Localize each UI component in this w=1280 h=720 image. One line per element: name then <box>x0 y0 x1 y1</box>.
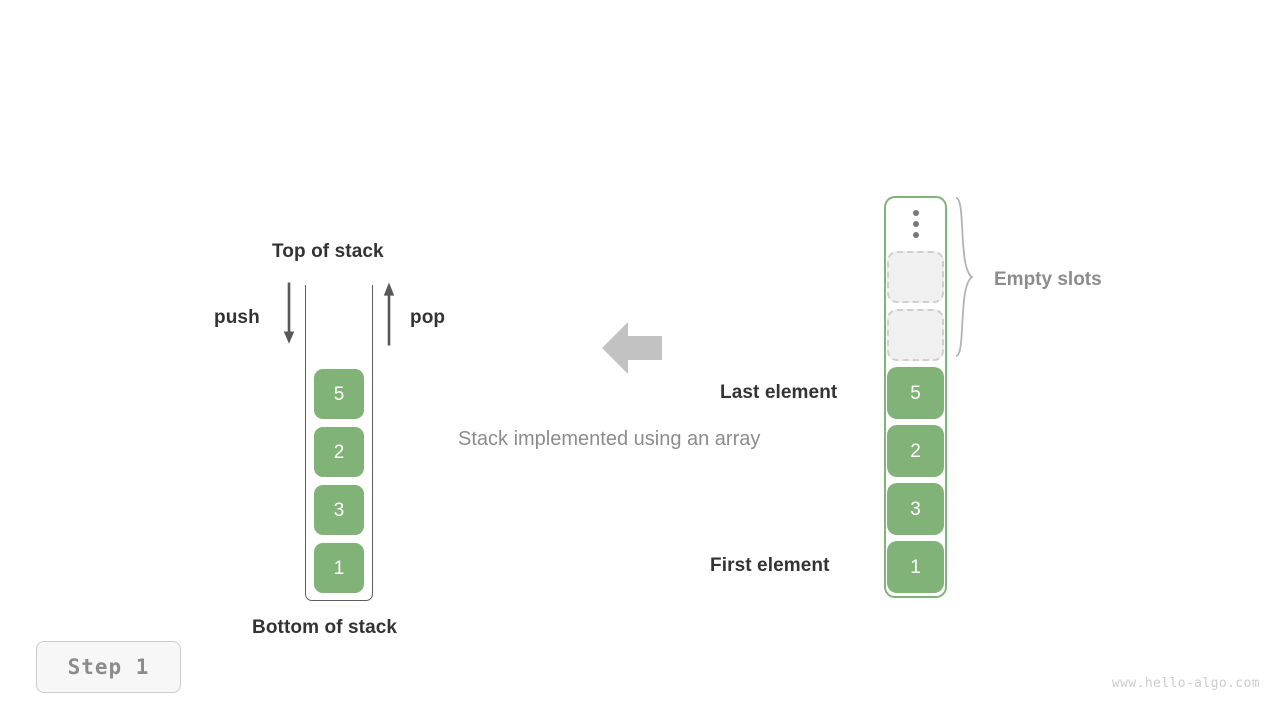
left-arrow-icon <box>602 322 662 374</box>
stack-cell: 3 <box>314 485 364 535</box>
stack-cell: 5 <box>314 369 364 419</box>
array-cell-list: 5 2 3 1 <box>886 198 945 596</box>
vertical-ellipsis-icon <box>886 210 945 238</box>
first-element-label: First element <box>710 555 830 576</box>
diagram-caption: Stack implemented using an array <box>458 428 761 450</box>
step-badge-label: Step 1 <box>67 655 150 679</box>
array-cell: 3 <box>887 483 944 535</box>
push-label: push <box>214 307 260 328</box>
stack-cell: 2 <box>314 427 364 477</box>
last-element-label: Last element <box>720 382 838 403</box>
array-empty-slot <box>887 251 944 303</box>
top-of-stack-label: Top of stack <box>272 241 384 262</box>
stack-cell-list: 5 2 3 1 <box>306 369 372 593</box>
stack-cell: 1 <box>314 543 364 593</box>
pop-arrow-icon <box>383 282 395 346</box>
array-empty-slot <box>887 309 944 361</box>
array-container: 5 2 3 1 <box>884 196 947 598</box>
array-cell: 1 <box>887 541 944 593</box>
step-badge: Step 1 <box>36 641 181 693</box>
array-cell: 5 <box>887 367 944 419</box>
empty-slots-brace-icon <box>955 197 974 357</box>
pop-label: pop <box>410 307 446 328</box>
empty-slots-label: Empty slots <box>994 269 1102 290</box>
array-cell: 2 <box>887 425 944 477</box>
stack-container: 5 2 3 1 <box>305 285 373 601</box>
push-arrow-icon <box>283 282 295 344</box>
bottom-of-stack-label: Bottom of stack <box>252 617 398 638</box>
watermark: www.hello-algo.com <box>1111 676 1260 691</box>
